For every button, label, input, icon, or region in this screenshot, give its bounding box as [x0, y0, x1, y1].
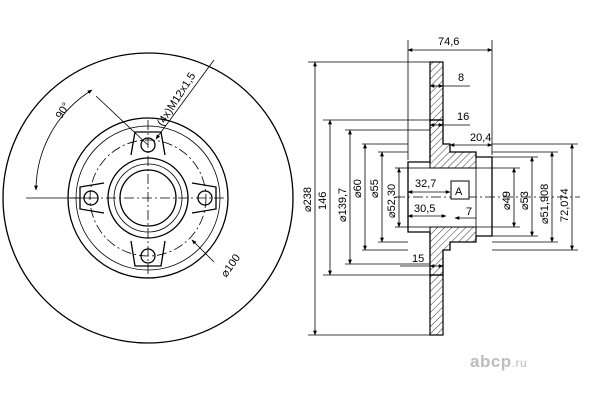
inner-depth-2-label: 30,5 [414, 203, 435, 215]
diam-139-label: ⌀139,7 [337, 188, 349, 222]
inner-depth-1-label: 32,7 [415, 178, 436, 190]
diam-60-label: ⌀60 [352, 179, 364, 198]
diam-53-label: ⌀53 [519, 191, 531, 210]
bottom-dimension: 15 [400, 253, 444, 272]
diam-49-label: ⌀49 [501, 191, 513, 210]
front-view: 90° (4x)M12x1,5 ⌀100 [2, 52, 294, 344]
hub-step-label: 16 [457, 111, 469, 123]
watermark-brand: abcp [470, 352, 512, 371]
groove-label: 7 [466, 206, 472, 218]
pcd-label: ⌀100 [219, 252, 243, 279]
section-label: A [455, 186, 463, 198]
angle-dimension: 90° [26, 89, 149, 199]
diam-51-label: ⌀51,908 [539, 184, 551, 224]
diam-146-label: 146 [317, 192, 329, 210]
side-view: A 74,6 8 16 20,4 32,7 30,5 7 [302, 36, 580, 336]
watermark: abcp.ru [470, 352, 527, 372]
left-diameter-dims: ⌀238 146 ⌀139,7 ⌀60 ⌀55 ⌀52,30 [302, 61, 430, 336]
bottom-step-label: 15 [412, 253, 424, 265]
disc-plate-lower [429, 274, 444, 336]
top-dimensions: 74,6 8 16 20,4 [407, 36, 493, 160]
hub-length-label: 20,4 [470, 132, 491, 144]
angle-label: 90° [54, 101, 73, 121]
watermark-domain: .ru [511, 356, 528, 370]
right-diameter-dims: ⌀49 ⌀53 ⌀51,908 72,074 [476, 143, 578, 251]
diam-55-label: ⌀55 [369, 179, 381, 198]
section-label-box [450, 180, 470, 200]
hub-bore [407, 167, 477, 228]
thread-label: (4x)M12x1,5 [155, 71, 198, 129]
overall-width-label: 74,6 [438, 36, 459, 48]
hub-hatch-top [429, 119, 477, 169]
disc-outer-circle [2, 52, 294, 344]
diam-52-label: ⌀52,30 [386, 184, 398, 218]
flange-offset-label: 8 [458, 72, 464, 84]
diam-238-label: ⌀238 [302, 187, 314, 212]
diam-72-label: 72,074 [559, 188, 571, 222]
hub-hatch-bottom [429, 226, 477, 276]
inner-dimensions: 32,7 30,5 7 [407, 178, 476, 220]
disc-plate-upper [429, 61, 444, 121]
